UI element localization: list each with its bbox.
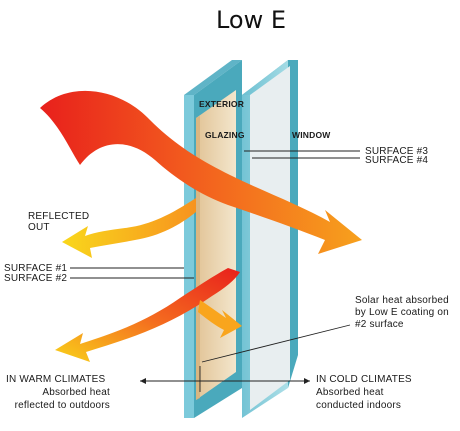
solar-label-line2: by Low E coating on <box>355 307 449 318</box>
cold-climates-line2: conducted indoors <box>316 400 401 411</box>
surface1-label: SURFACE #1 <box>4 263 67 274</box>
cold-arrowhead <box>304 378 310 384</box>
cold-climates-line1: Absorbed heat <box>316 387 384 398</box>
reflected-label-line2: OUT <box>28 222 50 233</box>
title: Low E <box>216 6 286 34</box>
solar-label-line1: Solar heat absorbed <box>355 295 449 306</box>
solar-leader <box>201 324 351 363</box>
exterior-label: EXTERIOR <box>199 99 244 109</box>
cold-climates-title: IN COLD CLIMATES <box>316 374 412 385</box>
reflected-heat-arrow <box>62 198 196 258</box>
warm-climate-arrow <box>55 268 240 362</box>
surface4-label: SURFACE #4 <box>365 155 428 166</box>
interior-glass-pane <box>242 60 298 418</box>
warm-climates-title: IN WARM CLIMATES <box>6 374 105 385</box>
solar-label-line3: #2 surface <box>355 319 404 330</box>
warm-arrowhead <box>140 378 146 384</box>
glazing-label: GLAZING <box>205 130 245 140</box>
warm-climates-line1: Absorbed heat <box>42 387 110 398</box>
incoming-heat-arrow <box>40 90 362 254</box>
window-label: WINDOW <box>292 130 331 140</box>
warm-climates-line2: reflected to outdoors <box>15 400 110 411</box>
surface2-label: SURFACE #2 <box>4 273 67 284</box>
cold-climate-arrow <box>198 300 242 338</box>
reflected-label-line1: REFLECTED <box>28 211 89 222</box>
surface3-label: SURFACE #3 <box>365 146 428 157</box>
